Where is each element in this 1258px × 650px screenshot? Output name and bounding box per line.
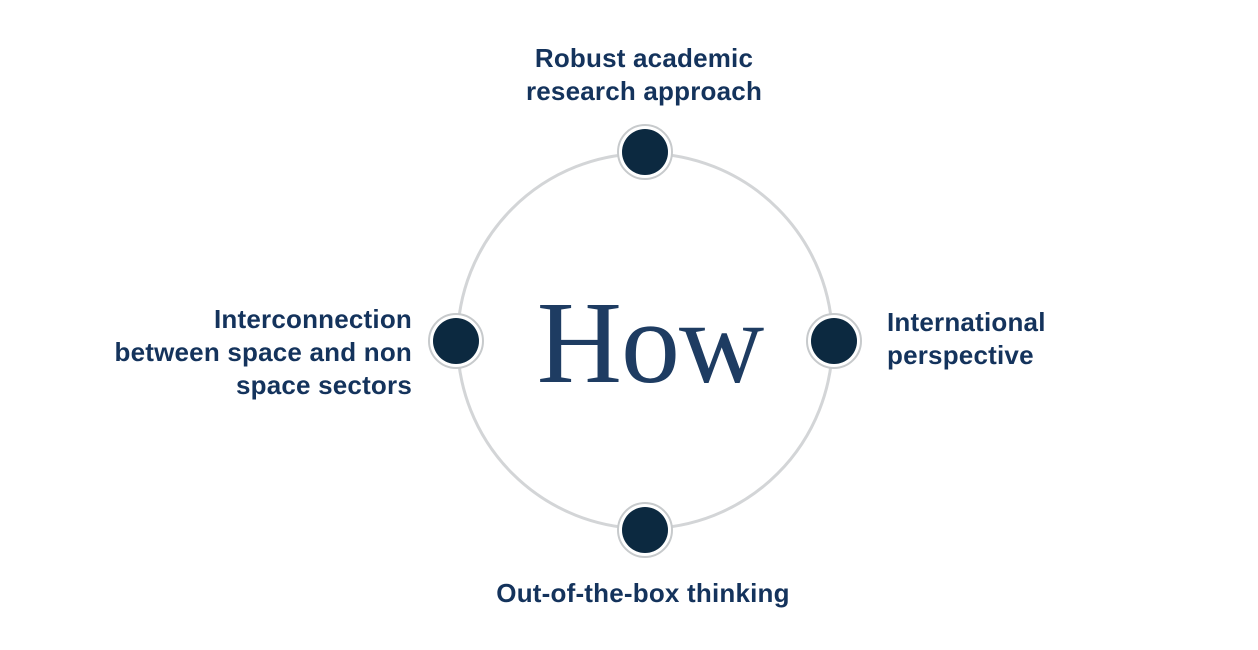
node-right-dot-icon	[811, 318, 857, 364]
label-left: Interconnection between space and non sp…	[32, 303, 412, 402]
label-top: Robust academic research approach	[394, 42, 894, 108]
node-top-dot-icon	[622, 129, 668, 175]
node-bottom-dot-icon	[622, 507, 668, 553]
node-right	[806, 313, 862, 369]
label-bottom: Out-of-the-box thinking	[393, 577, 893, 610]
node-left-dot-icon	[433, 318, 479, 364]
node-bottom	[617, 502, 673, 558]
label-top-line-1: Robust academic	[534, 43, 754, 73]
diagram-title: How	[536, 277, 764, 408]
node-top	[617, 124, 673, 180]
label-left-line-1: Interconnection	[213, 304, 412, 334]
label-bottom-line-1: Out-of-the-box thinking	[496, 578, 790, 608]
label-right-line-1: International	[887, 307, 1046, 337]
node-left	[428, 313, 484, 369]
label-top-line-2: research approach	[525, 76, 763, 106]
label-left-line-2: between space and non	[114, 337, 412, 367]
label-right-line-2: perspective	[887, 340, 1034, 370]
label-right: International perspective	[887, 306, 1207, 372]
label-left-line-3: space sectors	[235, 370, 412, 400]
